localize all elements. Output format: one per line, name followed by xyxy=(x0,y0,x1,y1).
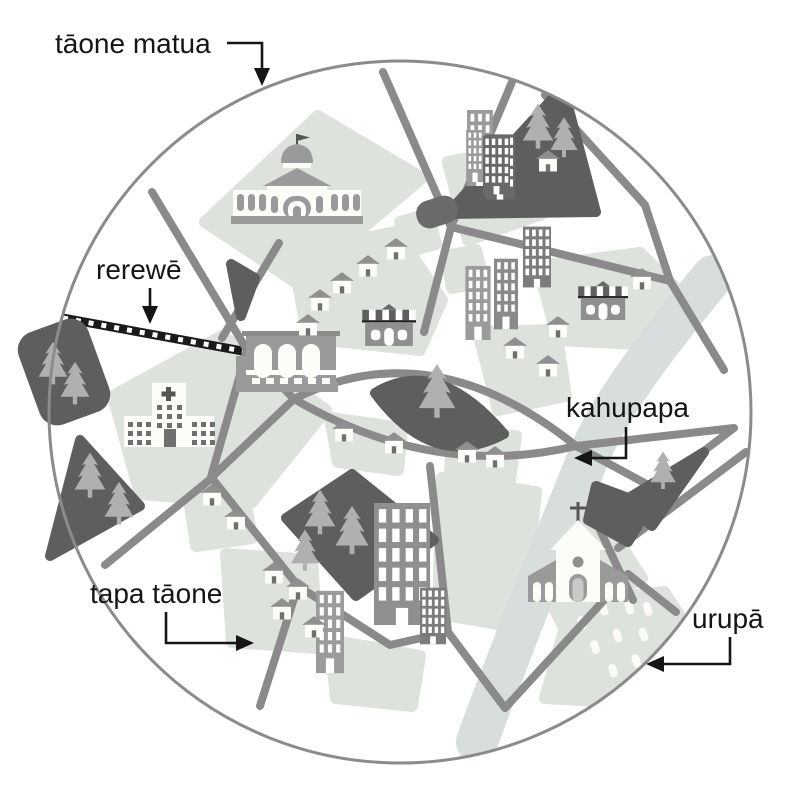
label-bridge: kahupapa xyxy=(566,392,689,423)
pond xyxy=(416,195,458,229)
label-railway: rerewē xyxy=(96,254,182,285)
city-label-arrow xyxy=(227,41,270,86)
market-building-2 xyxy=(578,281,628,320)
hospital-building xyxy=(124,383,215,447)
market-building-1 xyxy=(362,304,416,346)
cemetery xyxy=(539,586,708,710)
city-boundary xyxy=(47,59,753,765)
label-suburb: tapa tāone xyxy=(90,578,222,609)
cemetery-label-arrow xyxy=(646,637,732,672)
bridge-label-arrow xyxy=(574,427,628,466)
map-labels: tāone matua rerewē kahupapa tapa tāone u… xyxy=(55,28,764,672)
river xyxy=(456,255,734,763)
church-building xyxy=(528,502,628,602)
edge-pine-parks xyxy=(17,318,145,561)
label-cemetery: urupā xyxy=(692,603,764,634)
railway-label-arrow xyxy=(142,288,158,324)
railway-station xyxy=(236,331,340,392)
label-city: tāone matua xyxy=(55,28,211,59)
capitol-building xyxy=(231,134,363,224)
suburb-label-arrow xyxy=(164,612,254,651)
